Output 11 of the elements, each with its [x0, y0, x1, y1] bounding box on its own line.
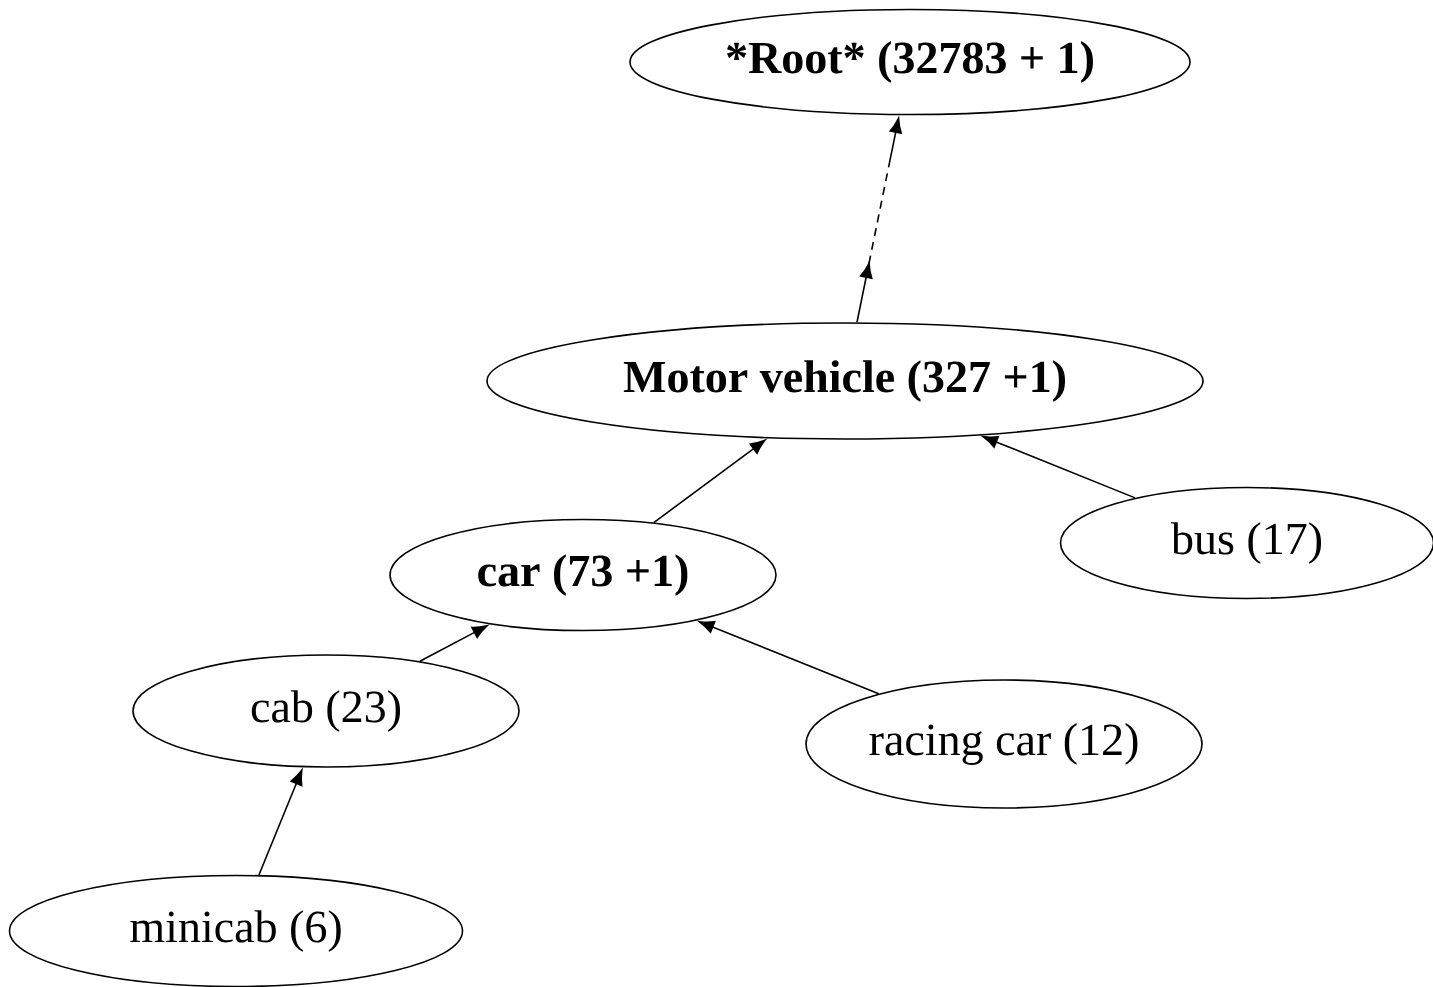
arrow — [653, 439, 766, 524]
ellipse-node: *Root* (32783 + 1) — [629, 8, 1191, 116]
arrow — [856, 117, 902, 324]
ellipse-node: Motor vehicle (327 +1) — [486, 322, 1204, 440]
arrow — [982, 435, 1136, 499]
ellipse-node: cab (23) — [132, 654, 520, 768]
ellipse-node: racing car (12) — [805, 679, 1203, 809]
arrow — [698, 621, 880, 695]
arrow — [258, 769, 303, 876]
ellipse-node: car (73 +1) — [389, 518, 777, 632]
arrow — [419, 625, 488, 663]
